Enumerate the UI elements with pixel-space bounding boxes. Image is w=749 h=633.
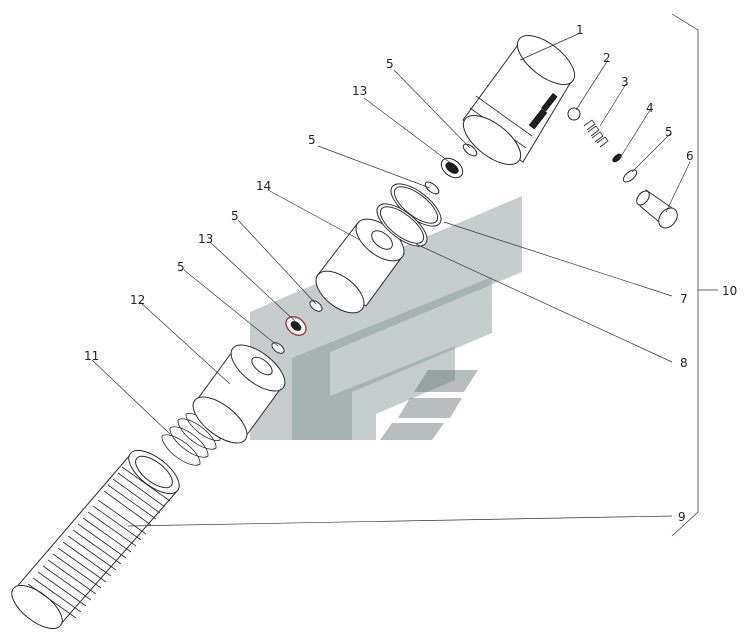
- part-1-head: [462, 35, 576, 165]
- callout-14: 14: [256, 179, 271, 193]
- callout-5-lower: 5: [177, 260, 185, 274]
- bracket-10: [671, 13, 699, 537]
- part-5-washer-lower: [271, 342, 285, 354]
- callout-13-lower: 13: [198, 232, 213, 246]
- callout-8: 8: [680, 356, 688, 370]
- watermark-chevron-middle: [292, 277, 492, 440]
- callout-1: 1: [576, 23, 584, 37]
- part-2-ball: [567, 107, 581, 121]
- watermark-bar-3: [380, 423, 444, 440]
- callout-13-upper: 13: [352, 84, 367, 98]
- part-9-housing: [11, 449, 180, 630]
- watermark-bar-2: [398, 398, 462, 418]
- seal-rings: [376, 183, 442, 247]
- watermark-chevron-outer: [250, 196, 522, 440]
- part-12-cylinder: [192, 344, 286, 444]
- callout-4: 4: [646, 101, 654, 115]
- part-6-nozzle: [636, 189, 678, 229]
- part-5-washer-upper-left: [424, 181, 440, 195]
- callout-labels: 1 2 3 4 5 6 5 13 5 14 5 13 5 12 11 7 8 9…: [84, 23, 737, 524]
- part-3-spring: [583, 119, 609, 148]
- watermark-logo: [250, 196, 522, 440]
- part-5-washer-right: [622, 169, 638, 183]
- leader-lines: [91, 13, 718, 537]
- callout-5-upper: 5: [386, 57, 394, 71]
- callout-9: 9: [678, 510, 686, 524]
- callout-2: 2: [603, 51, 611, 65]
- callout-11: 11: [84, 349, 99, 363]
- part-13-nut-lower: [285, 316, 307, 336]
- watermark-chevron-inner: [330, 346, 455, 440]
- part-8-ring-inner: [379, 206, 425, 244]
- part-14-cylinder: [315, 218, 405, 314]
- part-4-pin: [612, 153, 622, 163]
- callout-6: 6: [686, 149, 694, 163]
- callout-10: 10: [722, 284, 737, 298]
- callout-5-middle: 5: [231, 209, 239, 223]
- part-13-nut-upper: [440, 157, 464, 179]
- callout-5-middle-upper: 5: [308, 133, 316, 147]
- part-5-washer-middle: [309, 300, 323, 312]
- callout-12: 12: [130, 293, 145, 307]
- callout-3: 3: [621, 75, 629, 89]
- upper-small-parts: [424, 143, 478, 195]
- part-11-spring: [161, 413, 221, 466]
- watermark-bar-1: [414, 370, 478, 392]
- callout-7: 7: [680, 292, 688, 306]
- lower-small-parts: [271, 300, 323, 354]
- callout-5-right: 5: [665, 125, 673, 139]
- part-5-washer-upper: [462, 143, 478, 157]
